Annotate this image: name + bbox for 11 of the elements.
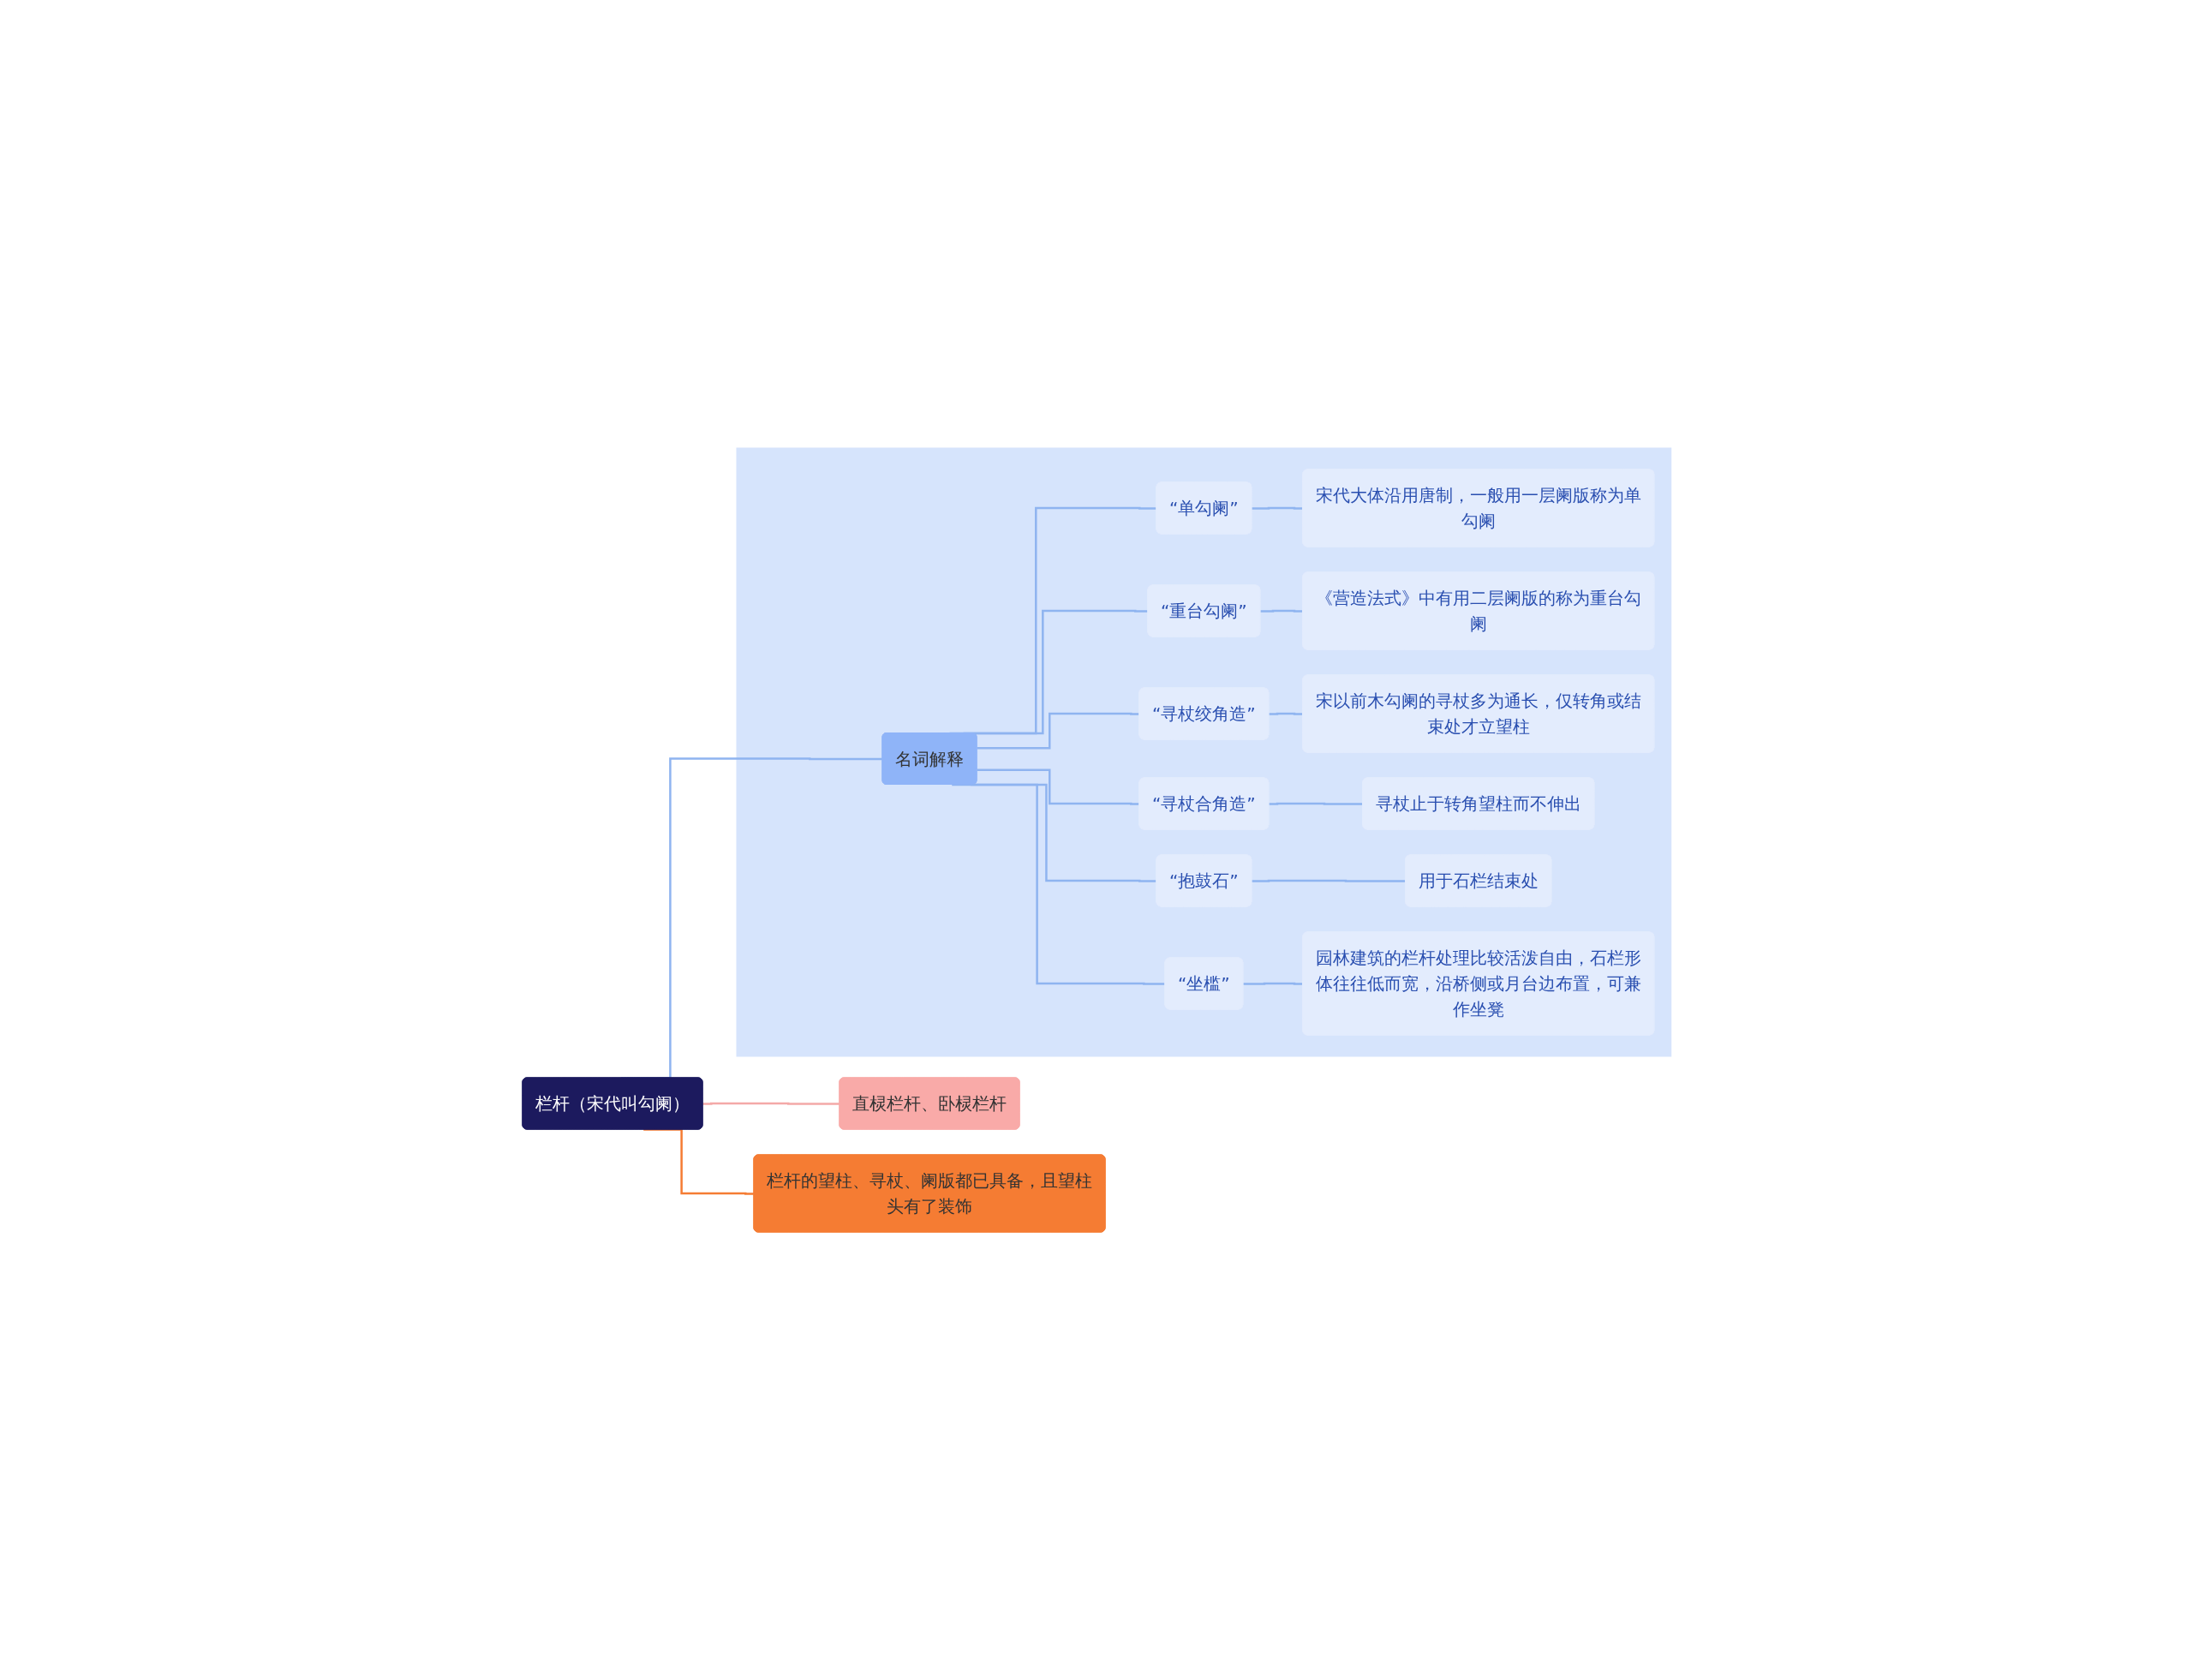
connector [951, 783, 1166, 985]
connector [1268, 802, 1363, 805]
connector [1242, 982, 1303, 985]
connector [1251, 506, 1303, 510]
cluster [736, 447, 1671, 1057]
connector [977, 768, 1140, 805]
connector [1251, 879, 1406, 882]
connector [1268, 712, 1303, 715]
connector [702, 1102, 840, 1105]
connector [1259, 609, 1303, 613]
connector [977, 712, 1140, 750]
